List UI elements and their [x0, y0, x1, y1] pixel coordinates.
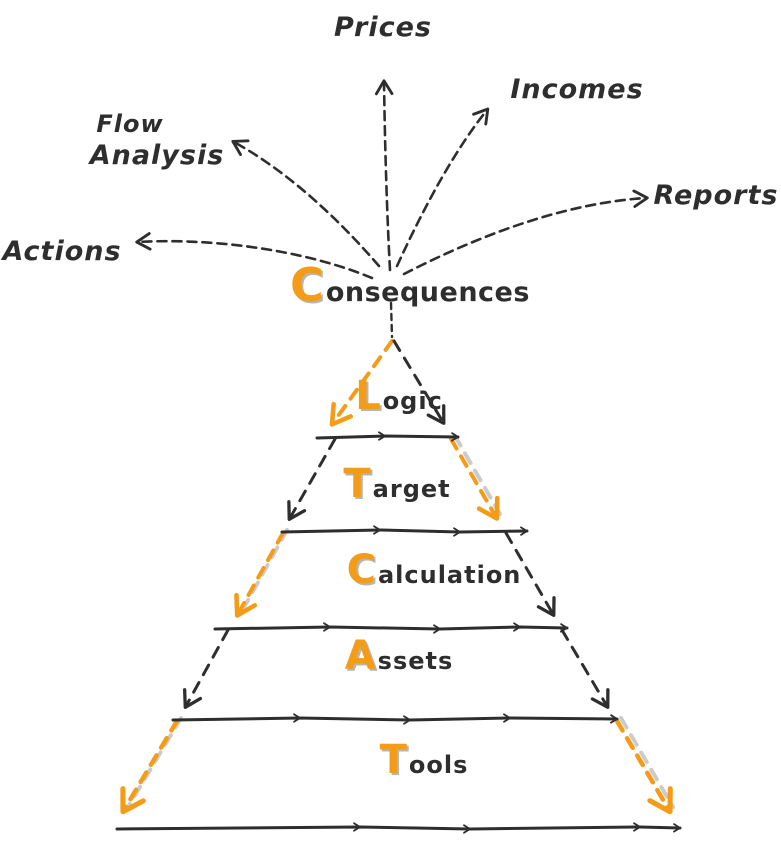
left-side-segment-5: [120, 718, 180, 815]
level-label-rest: ogic: [382, 387, 443, 415]
level-line-1: [315, 431, 460, 442]
outcome-label-flow-analysis-line1: Flow: [96, 110, 164, 138]
level-initial-letter: C: [346, 547, 376, 593]
side-shadow: [240, 528, 289, 613]
outcome-label-prices: Prices: [334, 12, 432, 43]
level-initial-letter: A: [344, 633, 376, 679]
level-line-4: [171, 713, 619, 725]
arrow-right-icon: [402, 189, 649, 276]
right-side-segment-4: [560, 628, 610, 709]
level-initial-letter: T: [379, 737, 407, 783]
side-shadow: [619, 716, 675, 809]
level-label-rest: ssets: [377, 647, 454, 675]
apex-initial-letter: C: [290, 258, 324, 312]
right-side-segment-5: [614, 718, 673, 815]
outcome-label-flow-analysis-line2: Analysis: [89, 140, 225, 171]
arrow-up-left-icon: [231, 139, 381, 268]
outcome-label-reports: Reports: [653, 180, 779, 211]
level-initial-letter: T: [343, 461, 371, 507]
left-side-segment-2: [287, 437, 337, 521]
right-side-segment-2: [449, 437, 500, 521]
outcome-label-actions: Actions: [2, 236, 122, 267]
left-side-segment-1: [329, 339, 394, 427]
level-label-rest: alculation: [377, 561, 522, 589]
level-line-2: [280, 525, 529, 537]
level-label-rest: ools: [408, 751, 469, 779]
left-side-segment-3: [234, 531, 285, 618]
base-line: [115, 822, 682, 834]
right-side-segment-3: [504, 531, 556, 617]
arrow-left-icon: [135, 232, 374, 280]
arrow-up-right-icon: [395, 107, 490, 268]
level-initial-letter: L: [355, 373, 381, 419]
apex-label-rest: onsequences: [325, 277, 530, 308]
level-line-3: [213, 622, 569, 634]
side-shadow: [453, 434, 502, 516]
arrow-up-icon: [374, 79, 394, 272]
outcome-label-incomes: Incomes: [510, 74, 644, 105]
left-side-segment-4: [183, 628, 230, 709]
level-label-rest: arget: [372, 475, 451, 503]
apex-connector-line: [389, 301, 394, 339]
right-side-segment-1: [392, 339, 446, 425]
